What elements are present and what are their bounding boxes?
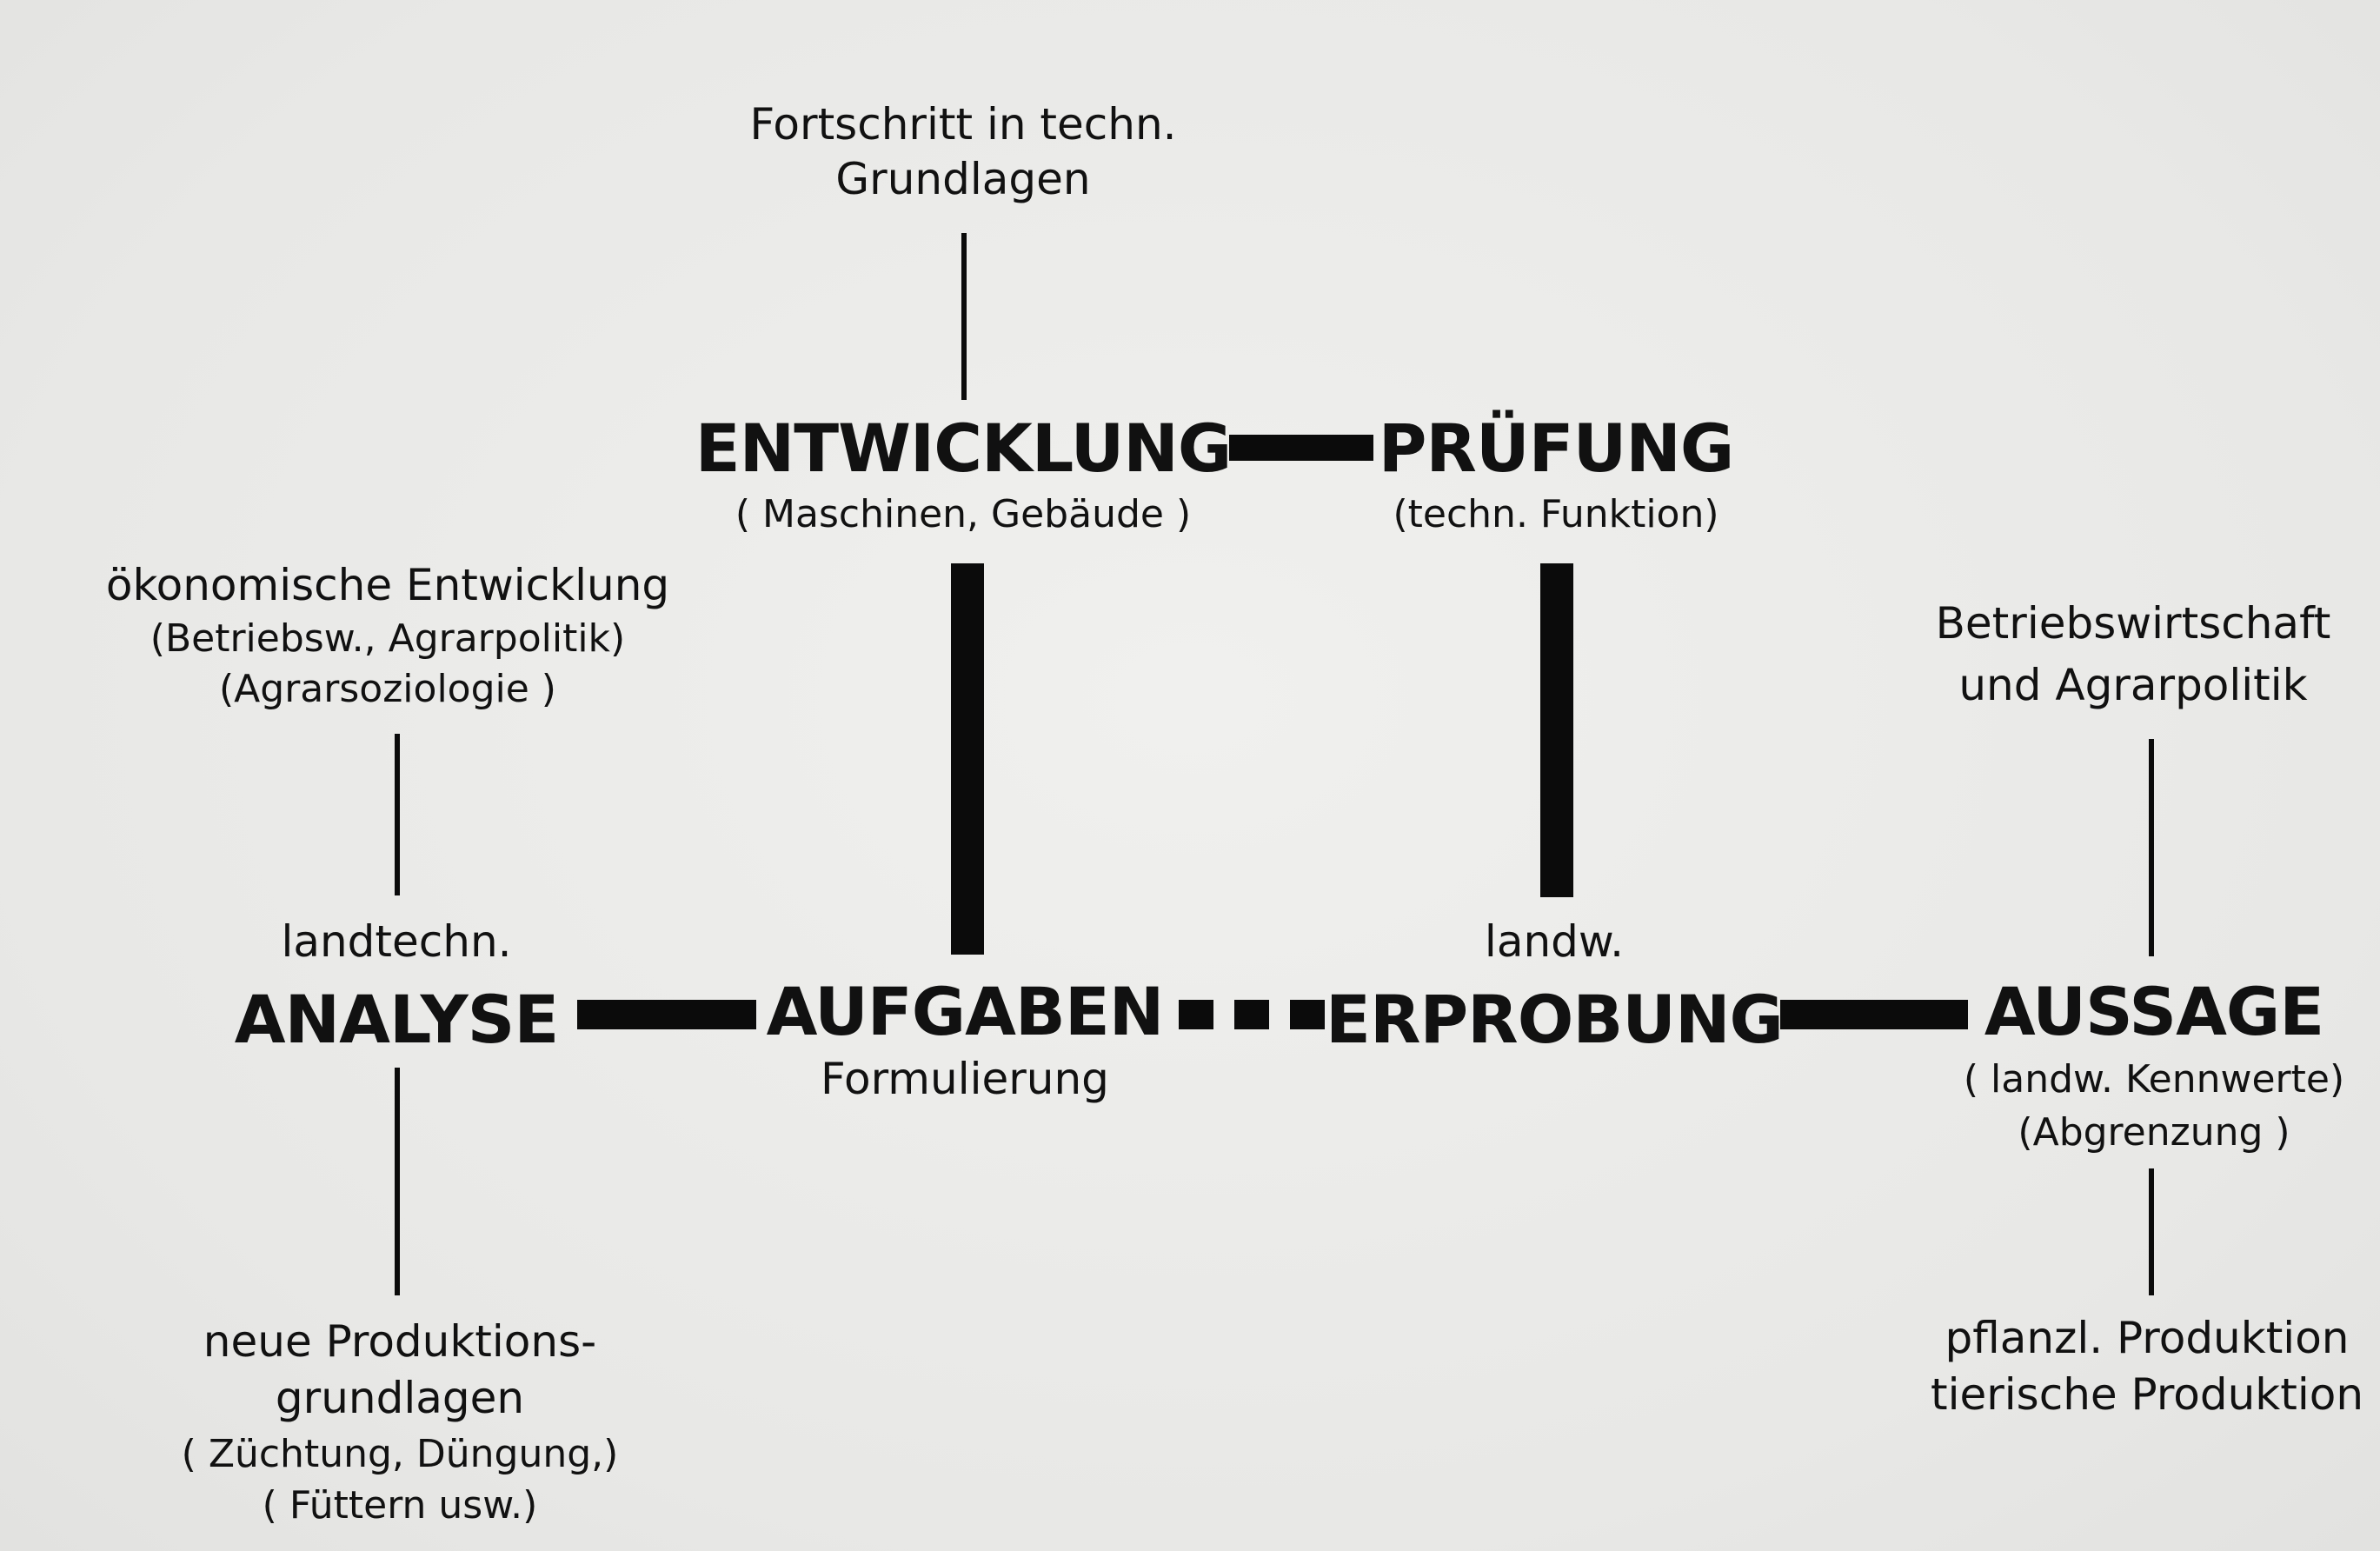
entwicklung-title: ENTWICKLUNG: [695, 409, 1233, 487]
right-top-note-line-1: Betriebswirtschaft: [1935, 598, 2331, 649]
erprobung-pre: landw.: [1484, 916, 1625, 967]
connector-top-note-entwicklung: [961, 233, 967, 400]
node-aufgaben: AUFGABEN Formulierung: [766, 973, 1165, 1107]
left-top-note-line-3: (Agrarsoziologie ): [219, 667, 556, 712]
right-bottom-note-line-2: tierische Produktion: [1930, 1368, 2364, 1420]
node-analyse: landtechn. ANALYSE: [234, 915, 560, 1058]
left-top-note: ökonomische Entwicklung (Betriebsw., Agr…: [106, 558, 669, 713]
left-bottom-note: neue Produktions- grundlagen ( Züchtung,…: [182, 1315, 619, 1529]
pruefung-title: PRÜFUNG: [1378, 409, 1735, 487]
node-erprobung: landw. ERPROBUNG: [1326, 915, 1784, 1058]
right-top-note-line-2: und Agrarpolitik: [1958, 659, 2308, 710]
right-bottom-note: pflanzl. Produktion tierische Produktion: [1931, 1311, 2363, 1421]
top-note-line-2: Grundlagen: [835, 153, 1091, 204]
connector-entwicklung-pruefung: [1229, 435, 1373, 461]
aussage-sub-line-1: ( landw. Kennwerte): [1963, 1057, 2345, 1102]
node-aussage: AUSSAGE ( landw. Kennwerte) (Abgrenzung …: [1964, 979, 2344, 1156]
erprobung-title: ERPROBUNG: [1326, 980, 1784, 1058]
connector-entwicklung-aufgaben: [951, 563, 984, 955]
node-pruefung: PRÜFUNG (techn. Funktion): [1378, 409, 1735, 538]
connector-analyse-aufgaben: [577, 1000, 756, 1029]
left-top-note-line-2: (Betriebsw., Agrarpolitik): [150, 616, 626, 661]
connector-left-top-note-analyse: [395, 734, 400, 895]
top-note-line-1: Fortschritt in techn.: [749, 99, 1177, 150]
connector-analyse-left-bottom-note: [395, 1068, 400, 1295]
analyse-title: ANALYSE: [234, 980, 560, 1058]
left-bottom-note-line-1: neue Produktions-: [203, 1316, 597, 1367]
top-note: Fortschritt in techn. Grundlagen: [749, 97, 1176, 206]
connector-aufgaben-erprobung-dash-2: [1234, 1000, 1269, 1029]
aufgaben-sub: Formulierung: [821, 1054, 1109, 1104]
pruefung-sub: (techn. Funktion): [1393, 492, 1719, 536]
left-top-note-line-1: ökonomische Entwicklung: [105, 560, 670, 610]
connector-aussage-right-bottom-note: [2149, 1168, 2154, 1295]
left-bottom-note-line-4: ( Füttern usw.): [262, 1482, 538, 1528]
aussage-title: AUSSAGE: [1984, 973, 2324, 1050]
right-bottom-note-line-1: pflanzl. Produktion: [1945, 1313, 2350, 1363]
analyse-pre: landtechn.: [281, 916, 512, 967]
left-bottom-note-line-2: grundlagen: [275, 1372, 525, 1423]
left-bottom-note-line-3: ( Züchtung, Düngung,): [181, 1432, 619, 1476]
aufgaben-title: AUFGABEN: [766, 973, 1165, 1050]
entwicklung-sub: ( Maschinen, Gebäude ): [735, 492, 1192, 536]
connector-right-top-note-aussage: [2149, 739, 2154, 956]
connector-erprobung-aussage: [1780, 1000, 1968, 1029]
connector-aufgaben-erprobung-dash-3: [1290, 1000, 1325, 1029]
node-entwicklung: ENTWICKLUNG ( Maschinen, Gebäude ): [695, 409, 1233, 538]
right-top-note: Betriebswirtschaft und Agrarpolitik: [1936, 596, 2331, 712]
connector-pruefung-erprobung: [1540, 563, 1573, 897]
connector-aufgaben-erprobung-dash-1: [1179, 1000, 1213, 1029]
aussage-sub-line-2: (Abgrenzung ): [2018, 1109, 2290, 1155]
